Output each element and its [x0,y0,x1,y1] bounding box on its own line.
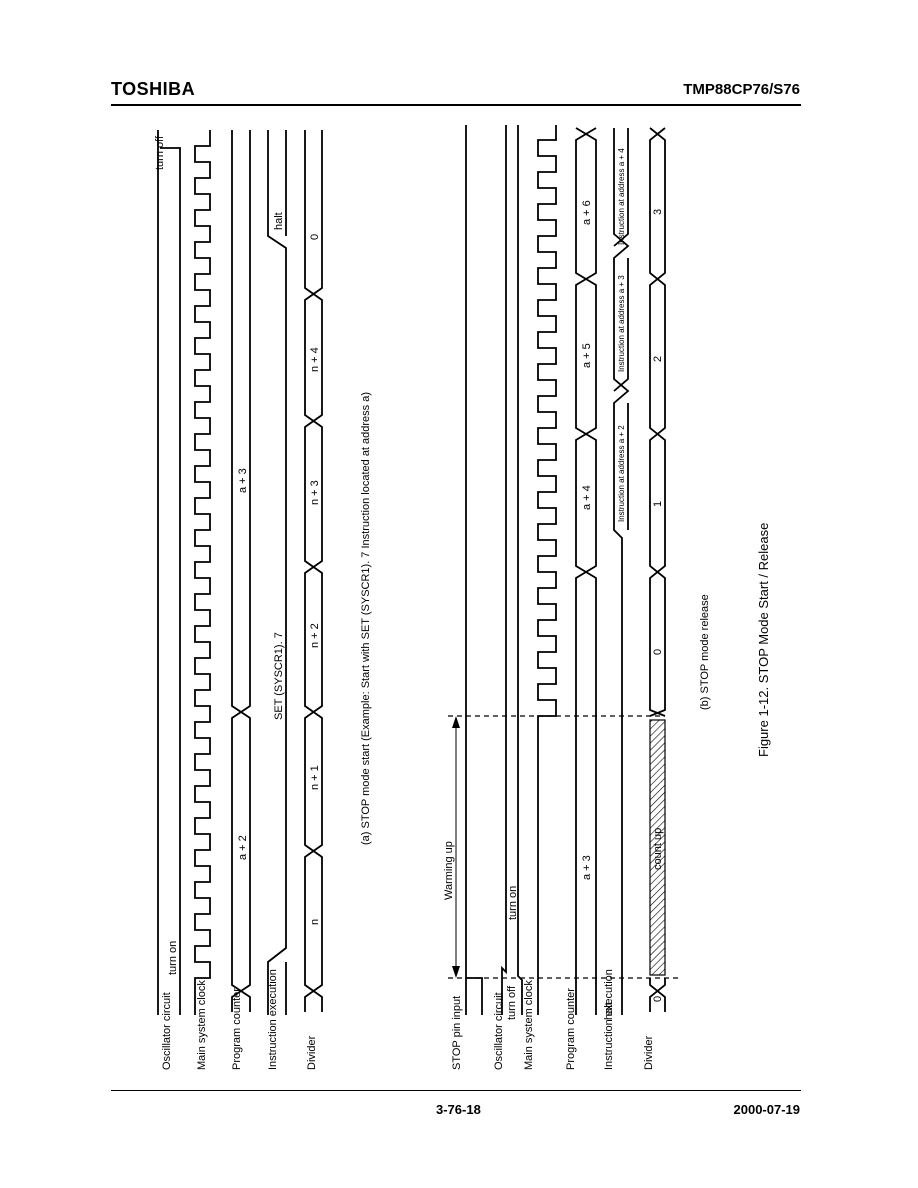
stop-mode-release: STOP pin input Oscillator circuit Main s… [443,125,711,1070]
part-number: TMP88CP76/S76 [683,81,800,98]
instr-halt-b: halt [603,1002,615,1020]
oscillator-trace-b [501,125,523,1015]
osc-turn-off-b: turn off [506,985,518,1020]
program-counter-trace-a [231,130,251,1012]
clock-trace-a [194,130,211,1015]
page-number: 3-76-18 [436,1102,481,1117]
label-divider: Divider [306,1035,318,1070]
instr-b-a-plus-3: Instruction at address a + 3 [617,275,626,372]
label-instruction-execution-b: Instruction execution [603,969,615,1070]
program-counter-trace-b [575,127,597,1015]
label-oscillator-circuit-b: Oscillator circuit [493,992,505,1070]
label-stop-pin-input: STOP pin input [451,996,463,1070]
div-b-2: 2 [652,356,664,362]
stop-mode-start: Oscillator circuit Main system clock Pro… [154,130,372,1070]
label-oscillator-circuit: Oscillator circuit [161,992,173,1070]
div-b-3: 3 [652,209,664,215]
label-main-system-clock-b: Main system clock [523,980,535,1070]
instruction-trace-b [613,128,630,1015]
label-program-counter: Program counter [231,988,243,1070]
pc-a-plus-3: a + 3 [237,468,249,493]
divider-trace-b [649,127,666,1012]
div-b-0: 0 [652,996,664,1002]
instr-b-a-plus-2: Instruction at address a + 2 [617,425,626,522]
osc-turn-on-b: turn on [507,886,519,920]
footer-rule [111,1090,801,1091]
div-n-plus-1: n + 1 [309,765,321,790]
warming-up-arrowhead-bottom [452,966,460,978]
label-program-counter-b: Program counter [565,988,577,1070]
instruction-trace-a [267,130,287,1015]
instr-halt-a: halt [273,212,285,230]
div-n-plus-4: n + 4 [309,347,321,372]
pc-b-a-plus-3: a + 3 [581,855,593,880]
caption-b: (b) STOP mode release [699,594,711,710]
label-divider-b: Divider [643,1035,655,1070]
pc-b-a-plus-5: a + 5 [581,343,593,368]
header-rule [111,104,801,106]
osc-turn-off-a: turn off [154,135,166,170]
pc-b-a-plus-6: a + 6 [581,200,593,225]
warming-up-arrowhead-top [452,716,460,728]
oscillator-trace-a [157,130,181,1015]
osc-turn-on-a: turn on [167,941,179,975]
div-b-count-up: count up [652,828,664,870]
div-n-plus-3: n + 3 [309,480,321,505]
div-b-1: 1 [652,501,664,507]
instr-set-sysscr1: SET (SYSCR1). 7 [273,632,285,720]
divider-trace-a [304,130,323,1012]
label-main-system-clock: Main system clock [196,980,208,1070]
stop-pin-trace [465,125,483,1015]
brand-logo: TOSHIBA [111,79,196,99]
figure-caption: Figure 1-12. STOP Mode Start / Release [756,523,771,757]
label-instruction-execution: Instruction execution [267,969,279,1070]
warming-up-label: Warming up [443,841,455,900]
divider-count-up-hatch [649,719,666,976]
pc-b-a-plus-4: a + 4 [581,485,593,510]
div-0-a: 0 [309,234,321,240]
div-n: n [309,919,321,925]
pc-a-plus-2: a + 2 [237,835,249,860]
footer-date: 2000-07-19 [733,1102,801,1117]
instr-b-a-plus-4: Instruction at address a + 4 [617,148,626,245]
caption-a: (a) STOP mode start (Example: Start with… [360,392,372,845]
clock-trace-b [537,125,557,1015]
div-n-plus-2: n + 2 [309,623,321,648]
div-b-0-after: 0 [652,649,664,655]
